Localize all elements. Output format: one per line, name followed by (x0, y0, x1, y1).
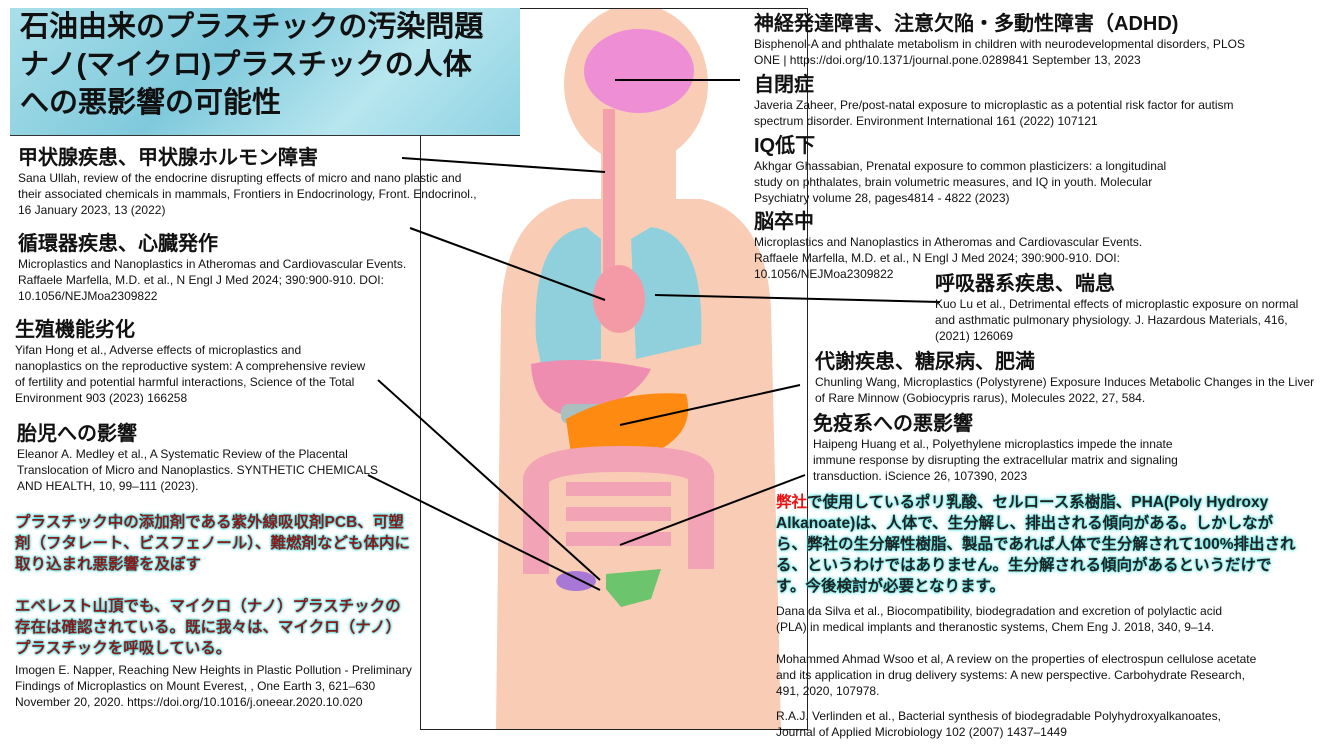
respiratory-section: 呼吸器系疾患、喘息 Kuo Lu et al., Detrimental eff… (935, 272, 1310, 344)
fetal-section: 胎児への影響 Eleanor A. Medley et al., A Syste… (17, 422, 397, 494)
title-line-2: ナノ(マイクロ)プラスチックの人体 (20, 49, 472, 81)
company-note-highlight: 弊社 (776, 494, 808, 511)
reference: Eleanor A. Medley et al., A Systematic R… (17, 447, 379, 493)
reference: Microplastics and Nanoplastics in Athero… (754, 235, 1143, 281)
reference: Haipeng Huang et al., Polyethylene micro… (813, 437, 1178, 483)
company-note-text: で使用しているポリ乳酸、セルロース系樹脂、PHA(Poly Hydroxy Al… (776, 494, 1296, 595)
thyroid-section: 甲状腺疾患、甲状腺ホルモン障害 Sana Ullah, review of th… (18, 146, 488, 218)
reference: Yifan Hong et al., Adverse effects of mi… (15, 343, 366, 405)
pha-reference: R.A.J. Verlinden et al., Bacterial synth… (776, 709, 1221, 739)
brain (584, 29, 694, 113)
section-heading: 胎児への影響 (17, 423, 137, 445)
lungs (535, 227, 702, 364)
stomach (566, 393, 689, 458)
large-intestine (523, 445, 715, 574)
title-line-1: 石油由来のプラスチックの汚染問題 (20, 11, 484, 43)
heart (593, 265, 645, 333)
reproductive-section: 生殖機能劣化 Yifan Hong et al., Adverse effect… (15, 318, 370, 406)
section-heading: 自閉症 (754, 74, 814, 96)
title-line-3: への悪影響の可能性 (20, 87, 282, 119)
additives-note: プラスチック中の添加剤である紫外線吸収剤PCB、可塑剤（フタレート、ビスフェノー… (15, 514, 410, 573)
adhd-section: 神経発達障害、注意欠陥・多動性障害（ADHD) Bisphenol-A and … (754, 12, 1274, 68)
liver (531, 360, 651, 414)
section-heading: 神経発達障害、注意欠陥・多動性障害（ADHD) (754, 13, 1179, 35)
metabolic-section: 代謝疾患、糖尿病、肥満 Chunling Wang, Microplastics… (815, 350, 1315, 406)
reference: Javeria Zaheer, Pre/post-natal exposure … (754, 98, 1234, 128)
immune-section: 免疫系への悪影響 Haipeng Huang et al., Polyethyl… (813, 412, 1213, 484)
everest-note: エベレスト山頂でも、マイクロ（ナノ）プラスチックの存在は確認されている。既に我々… (15, 598, 401, 657)
body-figure-frame (420, 4, 808, 730)
title-banner: 石油由来のプラスチックの汚染問題 ナノ(マイクロ)プラスチックの人体 への悪影響… (10, 8, 520, 136)
stroke-section: 脳卒中 Microplastics and Nanoplastics in At… (754, 210, 1174, 282)
everest-reference: Imogen E. Napper, Reaching New Heights i… (15, 663, 412, 709)
autism-section: 自閉症 Javeria Zaheer, Pre/post-natal expos… (754, 73, 1234, 129)
iq-section: IQ低下 Akhgar Ghassabian, Prenatal exposur… (754, 134, 1194, 206)
section-heading: 循環器疾患、心臓発作 (18, 233, 218, 255)
bladder (556, 571, 596, 591)
trachea (603, 109, 615, 289)
section-heading: 生殖機能劣化 (15, 319, 135, 341)
reference: Sana Ullah, review of the endocrine disr… (18, 171, 477, 217)
reference: Akhgar Ghassabian, Prenatal exposure to … (754, 159, 1167, 205)
company-note: 弊社で使用しているポリ乳酸、セルロース系樹脂、PHA(Poly Hydroxy … (776, 492, 1296, 597)
section-heading: 脳卒中 (754, 211, 814, 233)
cellulose-reference: Mohammed Ahmad Wsoo et al, A review on t… (776, 652, 1257, 698)
small-intestine (566, 482, 671, 546)
reference: Chunling Wang, Microplastics (Polystyren… (815, 375, 1315, 405)
section-heading: 代謝疾患、糖尿病、肥満 (815, 351, 1035, 373)
rectum (606, 569, 661, 607)
section-heading: 呼吸器系疾患、喘息 (935, 273, 1115, 295)
human-body-illustration (496, 4, 781, 729)
section-heading: 甲状腺疾患、甲状腺ホルモン障害 (18, 147, 318, 169)
cardio-section: 循環器疾患、心臓発作 Microplastics and Nanoplastic… (18, 232, 413, 304)
reference: Microplastics and Nanoplastics in Athero… (18, 257, 407, 303)
section-heading: 免疫系への悪影響 (813, 413, 973, 435)
reference: Bisphenol-A and phthalate metabolism in … (754, 37, 1245, 67)
pla-reference: Dana da Silva et al., Biocompatibility, … (776, 604, 1223, 634)
section-heading: IQ低下 (754, 135, 816, 157)
reference: Kuo Lu et al., Detrimental effects of mi… (935, 297, 1299, 343)
